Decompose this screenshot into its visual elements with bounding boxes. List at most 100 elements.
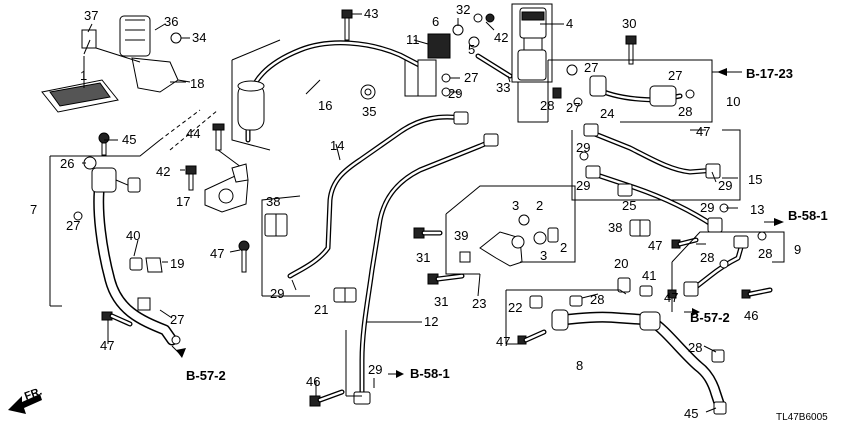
callout-47: 47: [210, 246, 224, 261]
callout-16: 16: [318, 98, 332, 113]
part-hose-8: [505, 289, 727, 415]
callout-43: 43: [364, 6, 378, 21]
callout-29: 29: [270, 286, 284, 301]
part-bolt-46a: [309, 389, 345, 407]
part-pipe-14: [261, 111, 469, 297]
part-fittings-20-41: [617, 277, 677, 312]
part-hose-7: [49, 109, 219, 346]
part-upper-pipe-receiver: [231, 39, 428, 151]
callout-47: 47: [496, 334, 510, 349]
callout-21: 21: [314, 302, 328, 317]
callout-6: 6: [432, 14, 439, 29]
callout-10: 10: [726, 94, 740, 109]
callout-29: 29: [718, 178, 732, 193]
callout-26: 26: [60, 156, 74, 171]
callout-36: 36: [164, 14, 178, 29]
callout-37: 37: [84, 8, 98, 23]
part-clamp-38b: [629, 219, 651, 237]
reference-b-58-1-right: B-58-1: [788, 208, 828, 223]
part-nut-35: [360, 84, 376, 100]
callout-42: 42: [494, 30, 508, 45]
callout-18: 18: [190, 76, 204, 91]
reference-b-17-23: B-17-23: [746, 66, 793, 81]
part-pipe-12: [345, 133, 499, 405]
reference-labels: B-17-23 B-58-1 B-57-2 B-57-2 B-58-1: [186, 66, 828, 383]
callout-11: 11: [406, 32, 420, 47]
callout-2: 2: [560, 240, 567, 255]
callout-29: 29: [576, 178, 590, 193]
front-direction-arrow: [8, 394, 42, 414]
callout-3: 3: [512, 198, 519, 213]
part-bracket-cluster: [81, 15, 191, 93]
callout-27: 27: [566, 100, 580, 115]
part-bolt-47e: [517, 329, 547, 345]
callout-22: 22: [508, 300, 522, 315]
callout-31: 31: [434, 294, 448, 309]
callout-17: 17: [176, 194, 190, 209]
part-expansion-valve: [511, 3, 564, 83]
callout-28: 28: [540, 98, 554, 113]
callout-28: 28: [758, 246, 772, 261]
callout-28: 28: [700, 250, 714, 265]
callout-27: 27: [170, 312, 184, 327]
callout-38: 38: [266, 194, 280, 209]
callout-7: 7: [30, 202, 37, 217]
callout-4: 4: [566, 16, 573, 31]
callout-47: 47: [696, 124, 710, 139]
callout-27: 27: [66, 218, 80, 233]
callout-46: 46: [744, 308, 758, 323]
callout-47: 47: [648, 238, 662, 253]
callout-25: 25: [622, 198, 636, 213]
callout-45: 45: [684, 406, 698, 421]
callout-28: 28: [688, 340, 702, 355]
callout-3: 3: [540, 248, 547, 263]
callout-5: 5: [468, 42, 475, 57]
part-clamp-21: [333, 287, 357, 303]
callout-27: 27: [584, 60, 598, 75]
callout-13: 13: [750, 202, 764, 217]
callout-41: 41: [642, 268, 656, 283]
callout-24: 24: [600, 106, 614, 121]
reference-b-58-1-bottom: B-58-1: [410, 366, 450, 381]
callout-31: 31: [416, 250, 430, 265]
front-direction-label: FR.: [23, 385, 44, 402]
callout-46: 46: [306, 374, 320, 389]
part-block-11: [413, 13, 495, 59]
part-block-connector: [404, 59, 451, 97]
part-bolt-31b: [427, 273, 465, 285]
callout-1: 1: [80, 68, 87, 83]
callout-29: 29: [700, 200, 714, 215]
callout-29: 29: [368, 362, 382, 377]
callout-2: 2: [536, 198, 543, 213]
leader-lines: [82, 18, 738, 413]
part-clamp-38a: [264, 213, 288, 237]
callout-20: 20: [614, 256, 628, 271]
callout-38: 38: [608, 220, 622, 235]
part-bolt-43: [341, 9, 362, 41]
part-pipe-13: [585, 165, 729, 233]
part-pipe-15: [571, 123, 741, 201]
callout-47: 47: [664, 290, 678, 305]
callout-19: 19: [170, 256, 184, 271]
callout-30: 30: [622, 16, 636, 31]
callout-35: 35: [362, 104, 376, 119]
part-pipe-9: [671, 231, 785, 297]
callout-39: 39: [454, 228, 468, 243]
callout-28: 28: [678, 104, 692, 119]
part-bolt-47b: [671, 237, 699, 249]
callout-42: 42: [156, 164, 170, 179]
part-bolt-31a: [413, 227, 443, 239]
part-bracket-17: [185, 123, 249, 213]
reference-b-57-2-right: B-57-2: [690, 310, 730, 325]
callout-9: 9: [794, 242, 801, 257]
callout-34: 34: [192, 30, 206, 45]
callout-14: 14: [330, 138, 344, 153]
callout-47: 47: [100, 338, 114, 353]
callout-29: 29: [576, 140, 590, 155]
part-bolt-47a: [238, 240, 250, 273]
callout-28: 28: [590, 292, 604, 307]
callout-8: 8: [576, 358, 583, 373]
diagram-code: TL47B6005: [776, 412, 828, 423]
callout-32: 32: [456, 2, 470, 17]
